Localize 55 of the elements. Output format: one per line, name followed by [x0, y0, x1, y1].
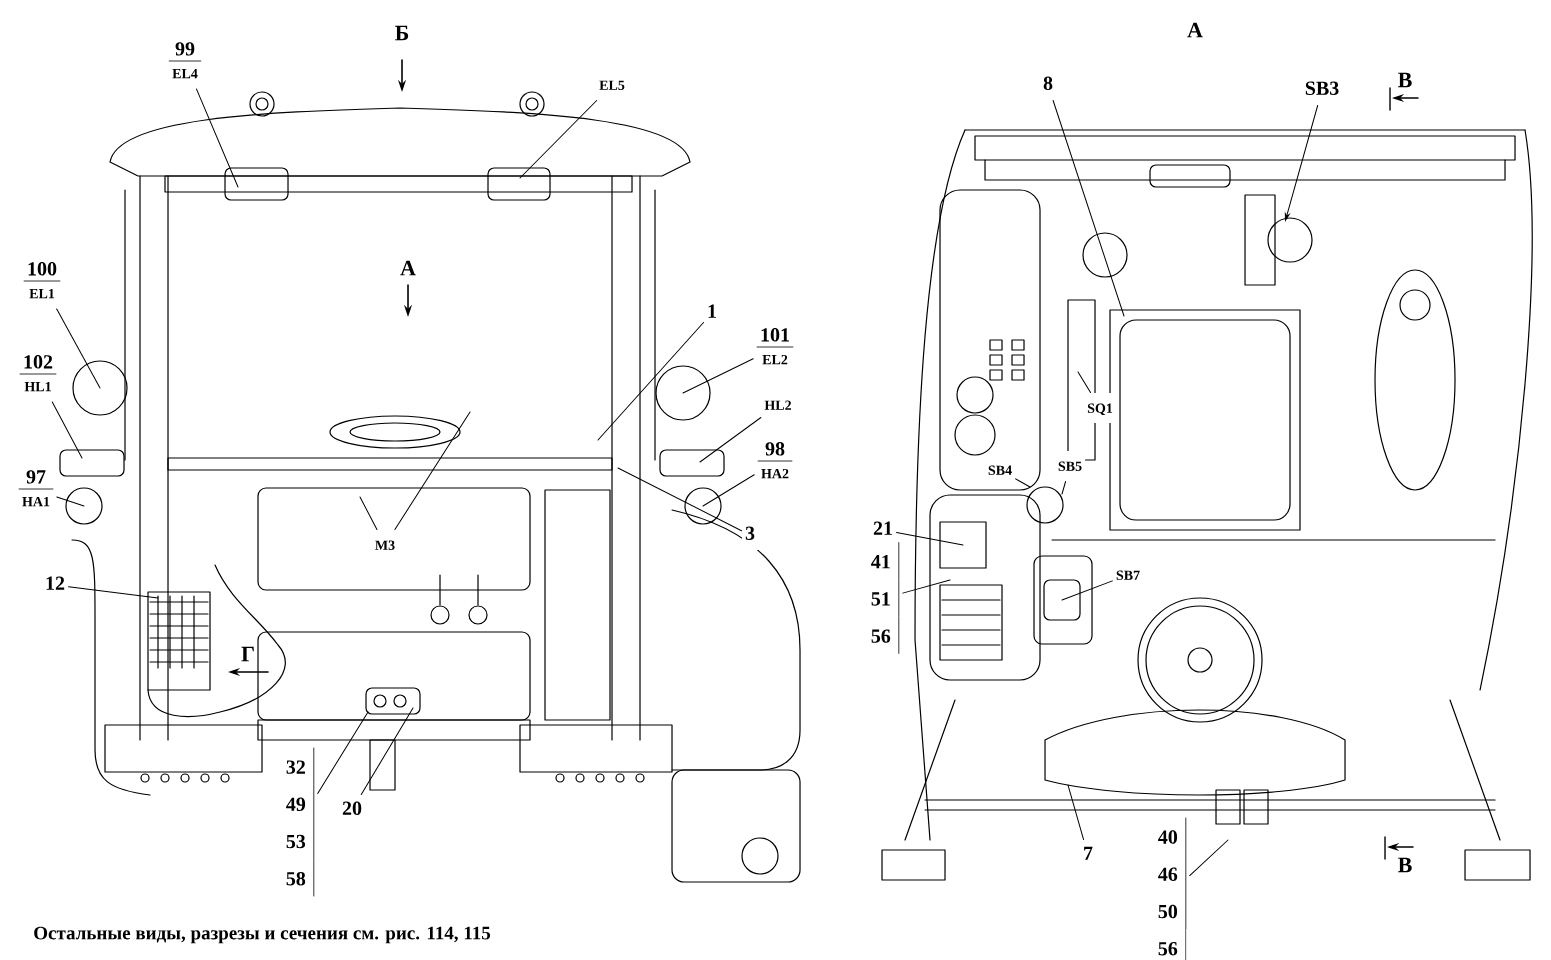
- callout-label: SB5: [1054, 451, 1086, 481]
- leader-line: [1067, 784, 1085, 840]
- callout-label: 32 49 53 58: [282, 744, 318, 900]
- callout-label: 98 HA2: [754, 435, 796, 489]
- leader-line: [360, 707, 414, 795]
- leader-line: [1189, 839, 1229, 877]
- callout-label: 101 EL2: [753, 321, 797, 375]
- callout-label: M3: [371, 530, 399, 560]
- callout-label: 1: [704, 298, 720, 328]
- view-letter: А: [1185, 20, 1205, 40]
- callout-label: 12: [42, 570, 68, 600]
- leader-line: [56, 308, 101, 389]
- leader-line: [1061, 580, 1113, 601]
- leader-line: [68, 586, 159, 599]
- leader-line: [519, 100, 598, 179]
- callout-label: 7: [1080, 840, 1096, 870]
- callout-label: EL5: [596, 70, 628, 100]
- leader-line: [1015, 478, 1031, 488]
- leader-line: [394, 411, 471, 530]
- callout-label: 41 51 56: [867, 539, 903, 657]
- view-letter: В: [1395, 855, 1415, 875]
- view-letter: Б: [392, 23, 412, 43]
- callout-label: 99 EL4: [165, 35, 205, 89]
- leader-line: [1284, 105, 1319, 221]
- callout-label: 8: [1040, 70, 1056, 100]
- leader-line: [359, 496, 378, 530]
- callout-label: 97 HA1: [15, 463, 57, 517]
- leader-line: [195, 88, 239, 188]
- callout-label: SB4: [984, 455, 1016, 485]
- leader-line: [896, 532, 964, 546]
- leader-line: [317, 711, 369, 794]
- callout-label: SB7: [1112, 560, 1144, 590]
- leader-line: [702, 474, 755, 507]
- callout-label: 102 HL1: [16, 348, 60, 402]
- callout-label: 100 EL1: [20, 255, 64, 309]
- leader-line: [699, 417, 762, 463]
- callout-label: SB3: [1301, 75, 1343, 105]
- callout-label: 20: [339, 795, 365, 825]
- leader-line: [597, 321, 704, 441]
- callout-label: HL2: [761, 390, 795, 420]
- view-letter: А: [398, 258, 418, 278]
- callout-label: 3: [742, 520, 758, 550]
- leader-line: [51, 401, 83, 459]
- leader-line: [617, 467, 742, 532]
- leader-line: [1052, 100, 1125, 317]
- callout-label: 40 46 50 56: [1154, 814, 1190, 960]
- callout-label: SQ1: [1084, 393, 1116, 423]
- leader-line: [682, 358, 754, 394]
- view-letter: Г: [239, 644, 257, 664]
- leader-line: [1077, 371, 1092, 393]
- leader-line: [1061, 481, 1067, 495]
- note-text: Остальные виды, разрезы и сечения см. рис. 114, 115: [34, 926, 491, 944]
- view-letter: В: [1395, 70, 1415, 90]
- leader-line: [56, 496, 85, 507]
- leader-line: [902, 579, 951, 594]
